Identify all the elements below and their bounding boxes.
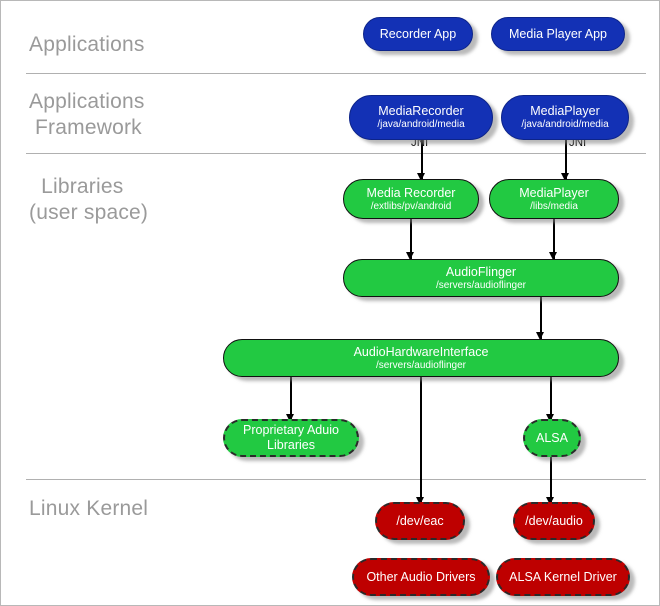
node-audiohardwareinterface-path: /servers/audioflinger [375, 359, 467, 371]
node-media-recorder-library-path: /extlibs/pv/android [370, 200, 452, 212]
node-mediaplayer-framework[interactable]: MediaPlayer /java/android/media [501, 95, 629, 140]
node-proprietary-audio-libraries[interactable]: Proprietary Aduio Libraries [223, 419, 359, 457]
layer-label-applications-framework: Applications Framework [29, 90, 145, 139]
arrowhead-mediarecorder-audioflinger [405, 252, 414, 260]
node-audiohardwareinterface-title: AudioHardwareInterface [353, 344, 489, 359]
node-media-recorder-library-title: Media Recorder [366, 185, 456, 200]
connector-audioflinger-audiohardwareinterface [540, 296, 542, 344]
node-audiohardwareinterface[interactable]: AudioHardwareInterface /servers/audiofli… [223, 339, 619, 377]
node-audioflinger[interactable]: AudioFlinger /servers/audioflinger [343, 259, 619, 297]
node-recorder-app-title: Recorder App [379, 26, 457, 41]
arrowhead-audiohw-proprietary [285, 414, 294, 422]
divider-applications [26, 73, 646, 74]
node-media-player-library-title: MediaPlayer [519, 185, 589, 200]
connector-mediarecorder-audioflinger [410, 219, 412, 264]
arrowhead-audiohw-deveac [415, 497, 424, 505]
connector-audiohw-alsa [550, 377, 552, 423]
edge-label-jni-left: JNI [411, 137, 429, 149]
node-alsa-kernel-driver[interactable]: ALSA Kernel Driver [496, 558, 630, 596]
node-media-player-library[interactable]: MediaPlayer /libs/media [489, 179, 619, 219]
connector-audiohw-deveac [420, 377, 422, 505]
arrowhead-alsa-devaudio [545, 497, 554, 505]
node-audioflinger-path: /servers/audioflinger [435, 279, 527, 291]
node-proprietary-audio-libraries-title: Proprietary Aduio Libraries [243, 423, 339, 452]
arrowhead-audiohw-alsa [545, 414, 554, 422]
node-recorder-app[interactable]: Recorder App [363, 17, 473, 51]
node-media-player-library-path: /libs/media [530, 200, 578, 212]
node-dev-eac[interactable]: /dev/eac [375, 502, 465, 540]
edge-label-jni-right: JNI [569, 137, 587, 149]
node-media-recorder-library[interactable]: Media Recorder /extlibs/pv/android [343, 179, 479, 219]
node-mediarecorder-framework[interactable]: MediaRecorder /java/android/media [349, 95, 493, 140]
node-alsa[interactable]: ALSA [523, 419, 581, 457]
node-audioflinger-title: AudioFlinger [445, 264, 517, 279]
node-other-audio-drivers[interactable]: Other Audio Drivers [352, 558, 490, 596]
node-mediarecorder-framework-title: MediaRecorder [378, 104, 464, 118]
node-dev-audio[interactable]: /dev/audio [513, 502, 595, 540]
node-mediaplayer-framework-path: /java/android/media [521, 119, 609, 130]
node-media-player-app-title: Media Player App [509, 26, 607, 41]
node-mediarecorder-framework-path: /java/android/media [377, 119, 465, 130]
arrowhead-mediaplayer-jni [560, 173, 569, 181]
arrowhead-mediarecorder-jni [416, 173, 425, 181]
connector-alsa-devaudio [550, 456, 552, 505]
layer-label-linux-kernel: Linux Kernel [29, 497, 149, 520]
node-alsa-title: ALSA [536, 430, 568, 445]
connector-audiohw-proprietary [290, 377, 292, 423]
connector-mediaplayer-audioflinger [553, 219, 555, 264]
connector-mediaplayer-jni [565, 140, 567, 187]
connector-mediarecorder-jni [421, 140, 423, 187]
divider-framework [26, 153, 646, 154]
layer-label-applications: Applications [29, 33, 145, 56]
arrowhead-audioflinger-audiohardwareinterface [535, 332, 544, 340]
node-mediaplayer-framework-title: MediaPlayer [530, 104, 600, 118]
layer-label-libraries: Libraries (user space) [29, 175, 149, 224]
node-other-audio-drivers-title: Other Audio Drivers [366, 569, 476, 584]
arrowhead-mediaplayer-audioflinger [548, 252, 557, 260]
divider-linux-kernel [26, 479, 646, 480]
node-media-player-app[interactable]: Media Player App [491, 17, 625, 51]
node-dev-audio-title: /dev/audio [525, 513, 583, 528]
node-dev-eac-title: /dev/eac [396, 513, 444, 528]
node-alsa-kernel-driver-title: ALSA Kernel Driver [509, 569, 617, 584]
